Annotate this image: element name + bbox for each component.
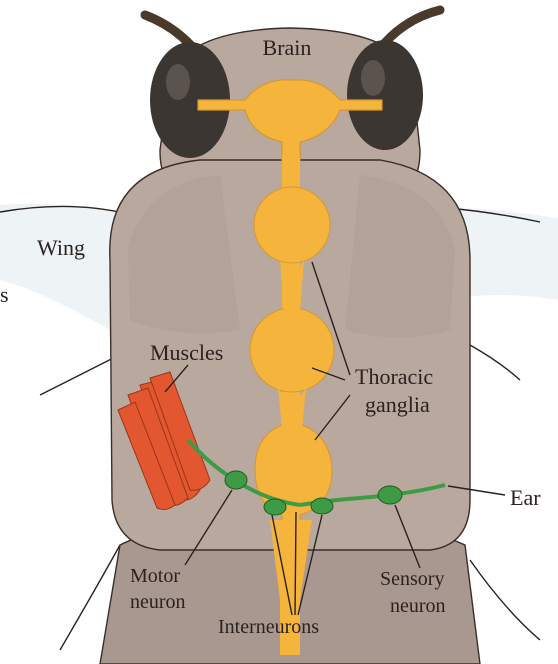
motor-neuron-label-line1: Motor xyxy=(130,565,180,587)
left-edge-fragment: s xyxy=(0,282,9,307)
ear-label: Ear xyxy=(510,485,541,510)
lower-right-wing-line xyxy=(470,560,540,640)
sensory-neuron-label-line2: neuron xyxy=(390,595,446,617)
sensory-neuron-label-line1: Sensory xyxy=(380,568,444,590)
interneurons-label: Interneurons xyxy=(218,616,319,638)
interneuron-2 xyxy=(311,498,333,514)
leg-right-outline xyxy=(470,345,520,380)
brain-label: Brain xyxy=(263,35,312,60)
thoracic-label-line2: ganglia xyxy=(365,392,430,417)
eye-right xyxy=(347,40,423,150)
interneurons-leader-3 xyxy=(295,512,296,615)
motor-neuron-cell-body xyxy=(225,471,247,489)
ganglion-1 xyxy=(254,187,330,263)
sensory-neuron-cell-body xyxy=(378,486,402,504)
eye-right-highlight xyxy=(361,60,385,96)
thoracic-label-line1: Thoracic xyxy=(355,364,433,389)
wing-label: Wing xyxy=(37,235,85,260)
eye-left-highlight xyxy=(166,64,190,100)
interneuron-1 xyxy=(264,499,286,515)
motor-neuron-label-line2: neuron xyxy=(130,591,186,613)
ganglion-2 xyxy=(250,308,334,392)
muscles-label: Muscles xyxy=(150,340,223,365)
